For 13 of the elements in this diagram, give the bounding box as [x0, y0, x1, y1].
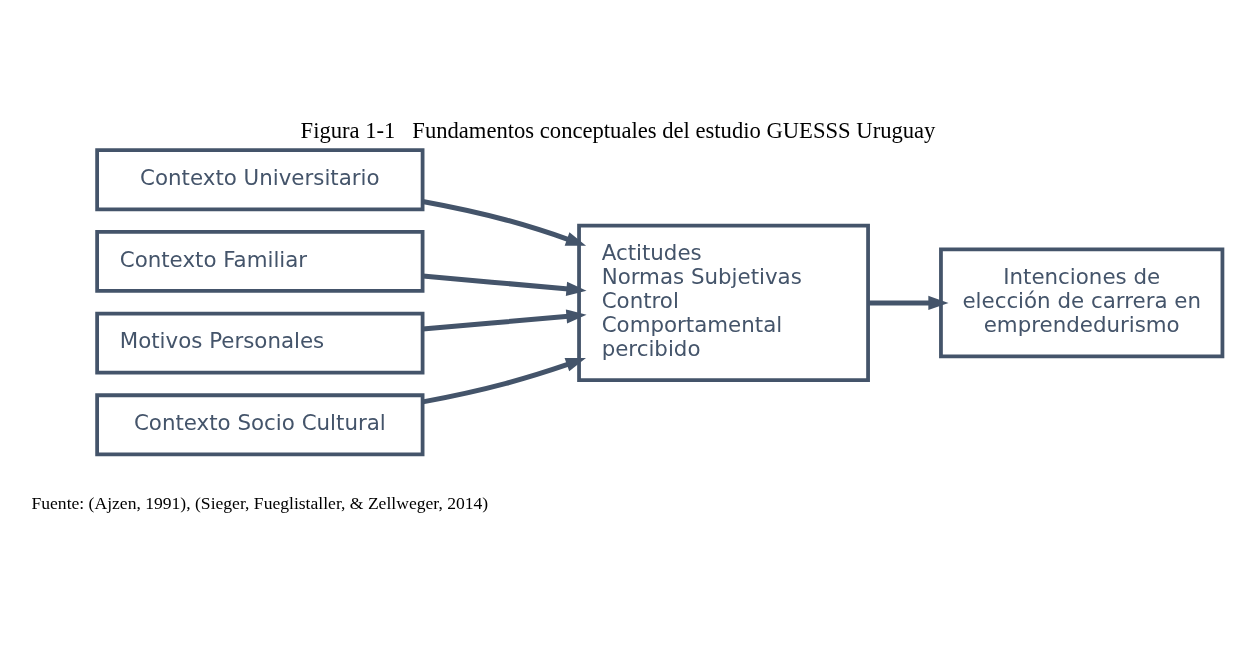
arrow [422, 273, 587, 296]
node-box: Contexto Familiar [95, 230, 425, 293]
node-box: Contexto Socio Cultural [95, 393, 425, 457]
arrow [422, 198, 587, 246]
node-box: Actitudes Normas Subjetivas Control Comportamental percibido [577, 223, 870, 383]
arrow [422, 358, 586, 405]
arrow [422, 309, 587, 332]
node-box: Contexto Universitario [95, 148, 425, 212]
caption: Fuente: (Ajzen, 1991), (Sieger, Fueglistaller, & Zellweger, 2014) [31, 492, 489, 513]
diagram-title: Figura 1-1 Fundamentos conceptuales del estudio GUESSS Uruguay [300, 118, 936, 144]
arrow [868, 295, 949, 310]
node-box: Motivos Personales [95, 311, 425, 375]
node-box: Intenciones de elección de carrera en emprendedurismo [939, 247, 1225, 359]
